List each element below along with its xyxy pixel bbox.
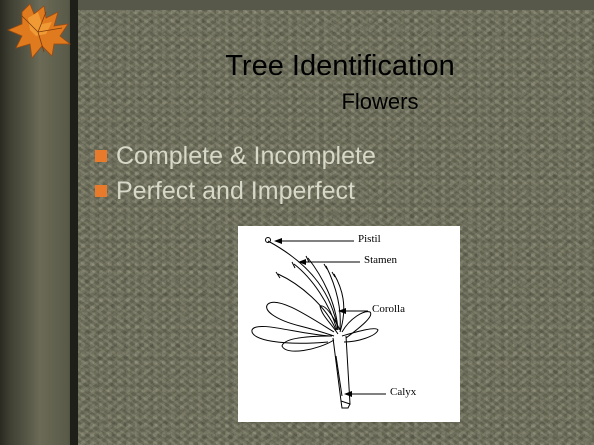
bullet-item: Perfect and Imperfect <box>95 173 535 208</box>
pistil-label: Pistil <box>358 233 381 245</box>
flower-diagram-icon <box>238 226 460 422</box>
bullet-item: Complete & Incomplete <box>95 138 535 173</box>
left-panel <box>0 0 78 445</box>
calyx-label: Calyx <box>390 386 416 398</box>
corolla-label: Corolla <box>372 303 405 315</box>
maple-leaf-icon <box>2 2 82 62</box>
top-strip <box>0 0 594 10</box>
bullet-text: Perfect and Imperfect <box>116 176 355 206</box>
stamen-label: Stamen <box>364 254 397 266</box>
bullet-list: Complete & Incomplete Perfect and Imperf… <box>95 138 535 208</box>
bullet-text: Complete & Incomplete <box>116 141 376 171</box>
left-panel-edge <box>70 0 78 445</box>
bullet-square-icon <box>95 150 107 162</box>
bullet-square-icon <box>95 185 107 197</box>
slide-subtitle: Flowers <box>100 89 580 115</box>
flower-diagram-figure: Pistil Stamen Corolla Calyx <box>238 226 460 422</box>
slide-title: Tree Identification <box>100 48 580 84</box>
